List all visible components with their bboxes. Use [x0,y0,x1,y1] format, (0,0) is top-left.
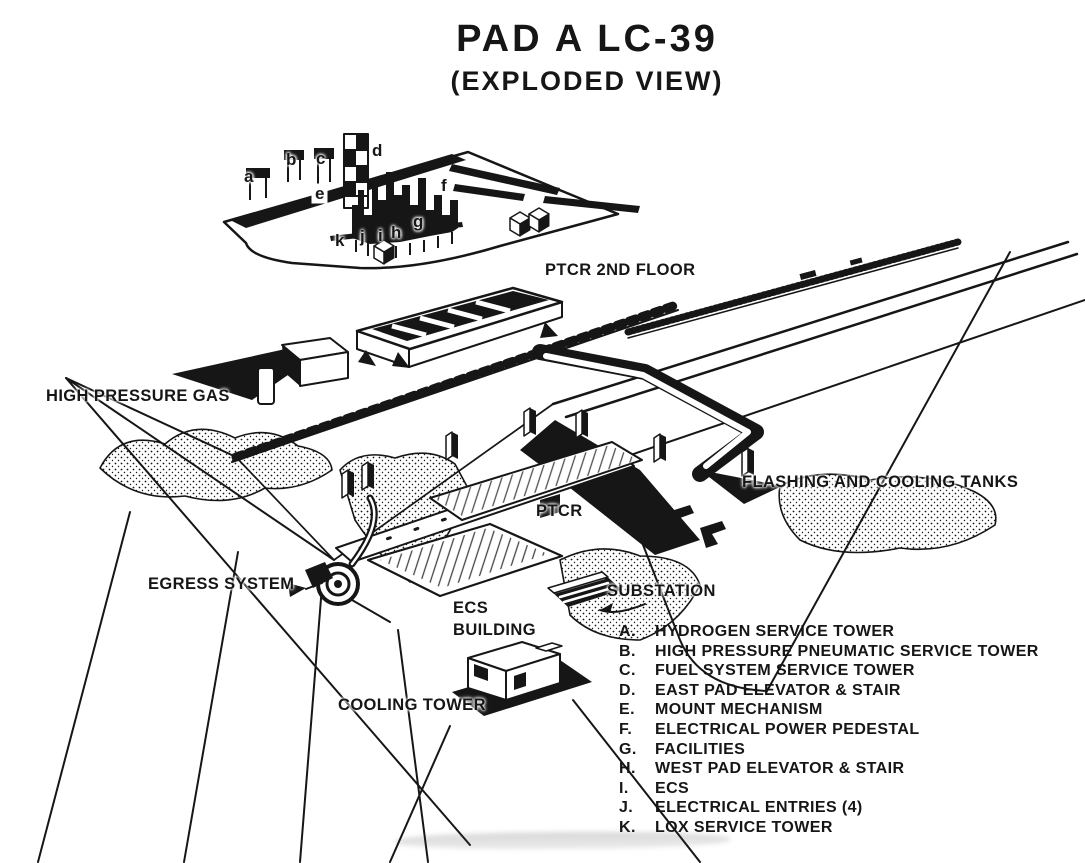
top-pad-deck-layer [222,133,640,270]
page-subtitle: (EXPLODED VIEW) [450,66,724,96]
legend-label: HIGH PRESSURE PNEUMATIC SERVICE TOWER [655,642,1039,660]
pad-marker-k: k [335,231,345,250]
legend-item: B. HIGH PRESSURE PNEUMATIC SERVICE TOWER [619,643,1039,663]
page-title: PAD A LC-39 [456,18,718,60]
legend-label: HYDROGEN SERVICE TOWER [655,623,895,640]
label-ptcr-2nd-floor: PTCR 2ND FLOOR [545,261,696,279]
pad-marker-g: g [413,212,424,231]
legend-label: MOUNT MECHANISM [655,701,823,719]
legend-item: F. ELECTRICAL POWER PEDESTAL [619,721,1039,741]
pad-marker-b: b [286,150,297,169]
pad-marker-f: f [441,176,447,195]
legend-key: K. [619,818,636,836]
pad-marker-c: c [316,149,326,168]
legend-item: J. ELECTRICAL ENTRIES (4) [619,799,1039,819]
label-flashing-and-cooling-tanks: FLASHING AND COOLING TANKS [742,473,1019,491]
label-ecs-building-line2: BUILDING [453,621,536,639]
ptcr-2nd-floor-structure [355,286,564,368]
legend-item: I. ECS [619,780,1039,800]
legend-key: D. [619,681,636,699]
pad-marker-j: j [360,227,365,246]
legend-item: A. HYDROGEN SERVICE TOWER [619,623,1039,643]
legend-label: WEST PAD ELEVATOR & STAIR [655,760,905,778]
legend-item: H. WEST PAD ELEVATOR & STAIR [619,760,1039,780]
legend-key: F. [619,720,633,738]
legend-key: J. [619,799,634,817]
label-substation: SUBSTATION [607,582,716,600]
legend-key: B. [619,642,636,660]
high-pressure-gas-structure [172,337,349,405]
legend-label: ELECTRICAL POWER PEDESTAL [655,720,920,738]
legend-item: C. FUEL SYSTEM SERVICE TOWER [619,662,1039,682]
legend: A. HYDROGEN SERVICE TOWER B. HIGH PRESSU… [619,623,1039,839]
legend-label: FACILITIES [655,740,746,758]
legend-key: H. [619,760,636,778]
label-cooling-tower: COOLING TOWER [338,696,486,714]
legend-key: E. [619,701,635,719]
legend-label: ELECTRICAL ENTRIES (4) [655,799,863,817]
pad-marker-d: d [372,141,383,160]
legend-item: E. MOUNT MECHANISM [619,701,1039,721]
main-pad-assembly [37,238,1085,863]
legend-item: G. FACILITIES [619,741,1039,761]
legend-label: EAST PAD ELEVATOR & STAIR [655,681,901,699]
legend-item: D. EAST PAD ELEVATOR & STAIR [619,682,1039,702]
label-egress-system: EGRESS SYSTEM [148,575,295,593]
legend-key: C. [619,662,636,680]
pad-marker-h: h [391,223,402,242]
legend-label: FUEL SYSTEM SERVICE TOWER [655,662,915,680]
legend-label: ECS [655,779,690,797]
label-ptcr: PTCR [536,502,583,520]
pad-marker-a: a [244,167,254,186]
legend-key: A. [619,623,636,640]
legend-label: LOX SERVICE TOWER [655,818,833,836]
label-high-pressure-gas: HIGH PRESSURE GAS [46,387,230,405]
pad-marker-i: i [378,226,383,245]
legend-key: G. [619,740,637,758]
label-ecs-building-line1: ECS [453,599,489,617]
legend-item: K. LOX SERVICE TOWER [619,819,1039,839]
legend-key: I. [619,779,629,797]
pad-marker-e: e [313,184,327,203]
